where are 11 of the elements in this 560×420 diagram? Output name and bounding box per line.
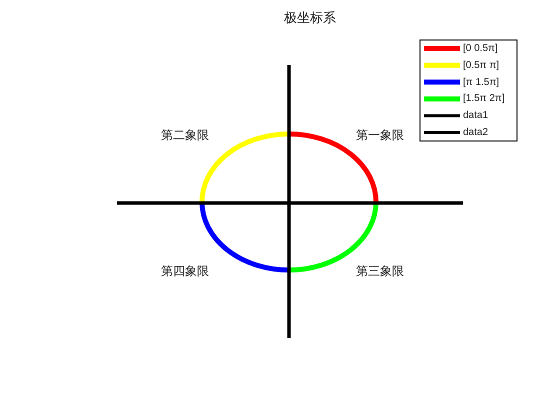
- legend-label: [0 0.5π]: [463, 43, 498, 54]
- legend-label: [0.5π π]: [463, 60, 500, 71]
- quadrant-label: 第一象限: [356, 126, 404, 144]
- quadrant-label: 第四象限: [161, 262, 209, 280]
- legend-label: [1.5π 2π]: [463, 93, 505, 104]
- quadrant-label: 第三象限: [356, 262, 404, 280]
- legend-label: data2: [463, 127, 488, 138]
- legend-label: [π 1.5π]: [463, 76, 500, 88]
- quadrant-label: 第二象限: [161, 126, 209, 144]
- chart-title: 极坐标系: [284, 10, 336, 27]
- legend-label: data1: [463, 110, 488, 122]
